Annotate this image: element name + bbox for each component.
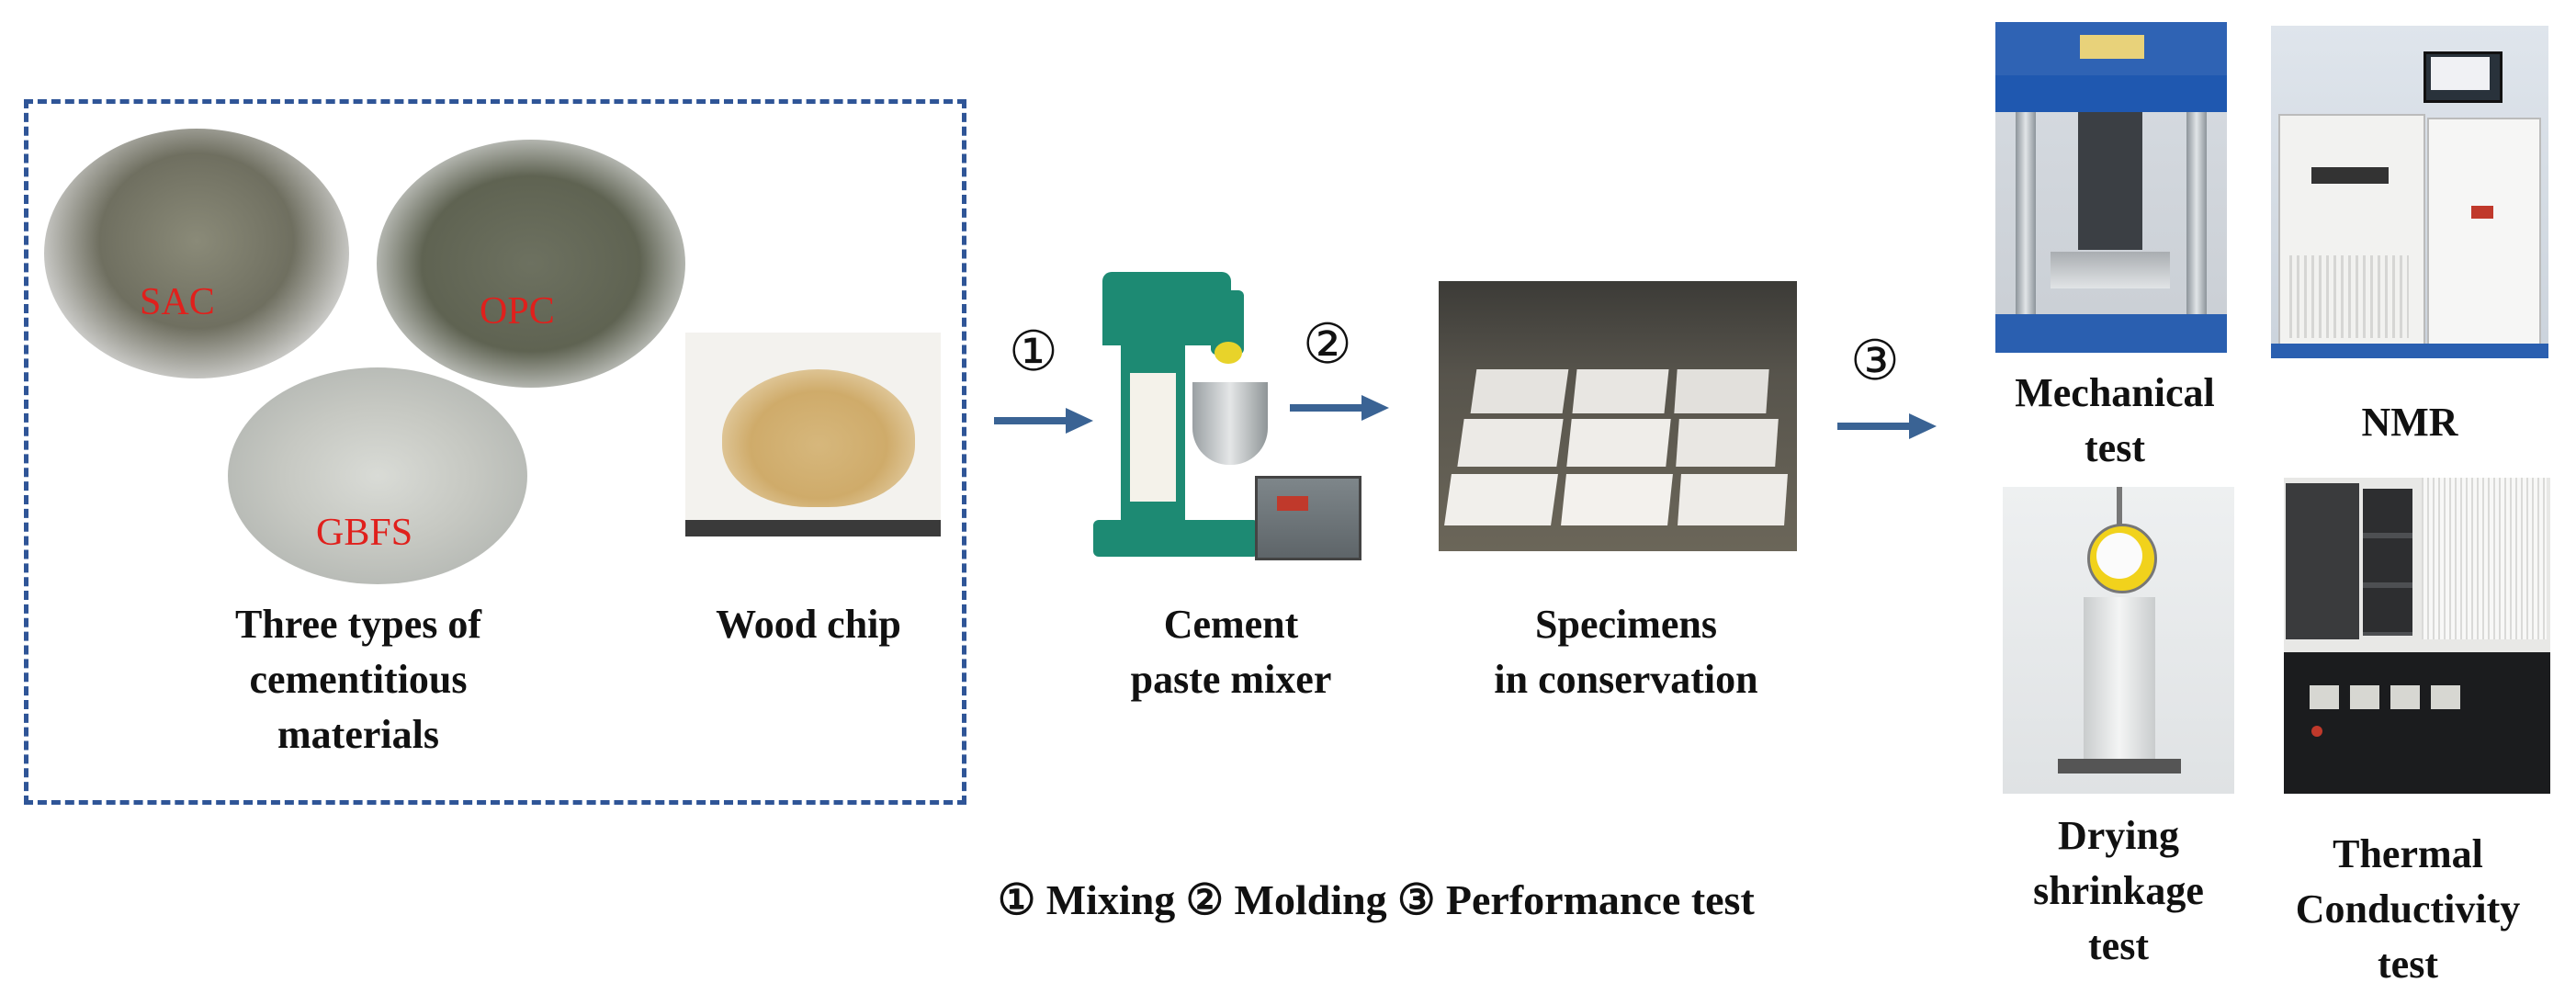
mechanical-test-photo: [1995, 22, 2227, 353]
mechanical-caption-line2: test: [2085, 425, 2145, 470]
mechanical-caption: Mechanical test: [1977, 366, 2253, 476]
cementitious-caption-line1: Three types of: [234, 602, 482, 647]
drying-caption-line2: shrinkage: [2033, 868, 2204, 913]
nmr-caption: NMR: [2361, 400, 2458, 445]
thermal-caption-line3: test: [2378, 942, 2438, 987]
arrow-step1: [994, 408, 1093, 434]
gbfs-label: GBFS: [316, 512, 413, 554]
step3-symbol: ③: [1850, 329, 1900, 393]
sac-label: SAC: [140, 281, 215, 323]
cementitious-caption-line2: cementitious: [249, 657, 468, 702]
opc-label: OPC: [480, 290, 555, 333]
drying-caption: Drying shrinkage test: [1972, 808, 2265, 974]
opc-powder-photo: [377, 140, 685, 388]
materials-group-box: [24, 99, 966, 805]
cementitious-caption-line3: materials: [277, 712, 439, 757]
arrow-step2: [1290, 395, 1389, 421]
sac-powder-photo: [44, 129, 349, 378]
thermal-conductivity-photo: [2284, 478, 2550, 794]
process-legend: ① Mixing ② Molding ③ Performance test: [998, 876, 1755, 923]
step1-symbol: ①: [1009, 320, 1058, 384]
specimens-photo: [1439, 281, 1797, 551]
drying-caption-line1: Drying: [2058, 813, 2179, 858]
thermal-caption-line2: Conductivity: [2295, 886, 2521, 932]
drying-shrinkage-photo: [2003, 487, 2234, 794]
wood-chip-photo: [685, 333, 941, 536]
wood-chip-caption: Wood chip: [716, 602, 901, 647]
mixer-caption-line1: Cement: [1163, 602, 1299, 647]
step2-symbol: ②: [1303, 312, 1352, 377]
gbfs-powder-photo: [228, 367, 527, 584]
thermal-caption-line1: Thermal: [2333, 831, 2483, 876]
mechanical-caption-line1: Mechanical: [2015, 370, 2215, 415]
cementitious-caption: Three types of cementitious materials: [165, 597, 551, 762]
drying-caption-line3: test: [2088, 923, 2149, 968]
mixer-caption-line2: paste mixer: [1130, 657, 1332, 702]
arrow-step3: [1837, 413, 1937, 439]
specimens-caption-line1: Specimens: [1535, 602, 1717, 647]
mixer-caption: Cement paste mixer: [1075, 597, 1387, 707]
thermal-caption: Thermal Conductivity test: [2247, 827, 2569, 992]
cement-mixer-photo: [1093, 272, 1369, 566]
specimens-caption: Specimens in conservation: [1433, 597, 1819, 707]
nmr-photo: [2271, 26, 2548, 358]
specimens-caption-line2: in conservation: [1494, 657, 1758, 702]
